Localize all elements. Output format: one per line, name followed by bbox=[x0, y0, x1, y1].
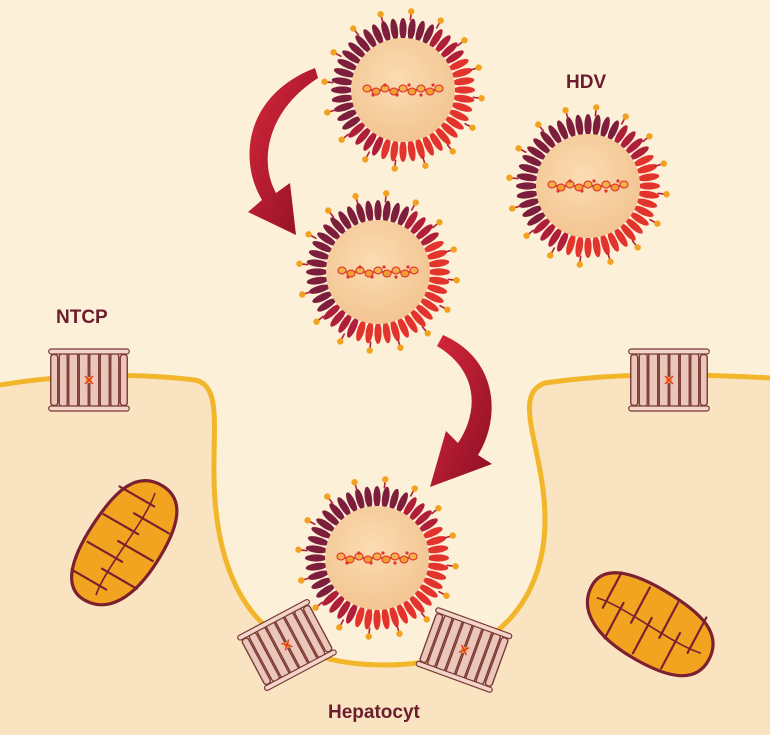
rna-genome-icon bbox=[337, 265, 419, 279]
cell-membrane bbox=[0, 372, 770, 668]
hepatocyte-cytoplasm bbox=[0, 374, 770, 735]
hepatocyte-label: Hepatocyt bbox=[328, 702, 420, 723]
hdv-label: HDV bbox=[566, 72, 607, 93]
hdv-virion-icon bbox=[296, 190, 460, 354]
rna-genome-icon bbox=[336, 551, 418, 565]
curved-arrow-icon bbox=[430, 335, 492, 487]
rna-genome-icon bbox=[547, 179, 629, 193]
mitochondrion-icon bbox=[70, 479, 179, 607]
mitochondrion-icon bbox=[585, 571, 715, 678]
ntcp-label: NTCP bbox=[56, 307, 108, 328]
rna-genome-icon bbox=[362, 83, 444, 97]
curved-arrow-icon bbox=[248, 68, 318, 235]
hdv-virion-icon bbox=[321, 8, 485, 172]
ntcp-receptor-icon bbox=[237, 599, 337, 691]
hdv-virion-icon bbox=[506, 104, 670, 268]
hdv-virion-icon bbox=[295, 476, 459, 640]
ntcp-receptor-icon bbox=[48, 348, 130, 412]
ntcp-receptor-icon bbox=[628, 348, 710, 412]
ntcp-receptor-icon bbox=[415, 607, 513, 693]
